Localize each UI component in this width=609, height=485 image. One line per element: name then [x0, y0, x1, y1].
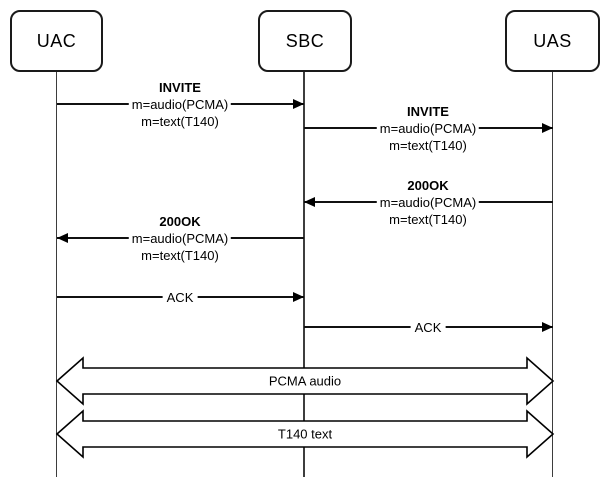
message-label-invite-uac-sbc: INVITE m=audio(PCMA) m=text(T140) [128, 79, 232, 130]
arrowhead-right-icon [541, 322, 553, 332]
participant-box-uac: UAC [10, 10, 103, 72]
participant-label-uas: UAS [533, 30, 572, 51]
message-param: m=text(T140) [389, 138, 467, 153]
message-name: 200OK [159, 214, 201, 229]
arrowhead-right-icon [541, 123, 553, 133]
t140-text-arrow [55, 409, 555, 459]
t140-text-label: T140 text [277, 426, 333, 442]
participant-label-uac: UAC [36, 30, 77, 51]
message-param: m=audio(PCMA) [128, 231, 232, 246]
lifeline-uas [551, 71, 554, 477]
message-param: m=audio(PCMA) [376, 195, 480, 210]
message-param: m=text(T140) [389, 212, 467, 227]
lifeline-sbc [303, 71, 305, 477]
pcma-audio-label: PCMA audio [268, 373, 342, 389]
message-label-200ok-uas-sbc: 200OK m=audio(PCMA) m=text(T140) [376, 177, 480, 228]
message-name: ACK [162, 289, 198, 305]
participant-label-sbc: SBC [285, 30, 325, 51]
message-name: ACK [410, 319, 446, 335]
arrowhead-right-icon [293, 292, 304, 302]
pcma-audio-arrow [55, 356, 555, 406]
message-name: INVITE [407, 104, 449, 119]
arrowhead-left-icon [304, 197, 315, 207]
message-label-ack-sbc-uas: ACK [410, 319, 446, 336]
message-name: 200OK [407, 178, 449, 193]
message-label-invite-sbc-uas: INVITE m=audio(PCMA) m=text(T140) [376, 103, 480, 154]
lifeline-uac [55, 71, 58, 477]
message-param: m=audio(PCMA) [128, 97, 232, 112]
arrowhead-left-icon [56, 233, 68, 243]
message-label-200ok-sbc-uac: 200OK m=audio(PCMA) m=text(T140) [128, 213, 232, 264]
message-param: m=audio(PCMA) [376, 121, 480, 136]
participant-box-uas: UAS [505, 10, 600, 72]
message-param: m=text(T140) [141, 248, 219, 263]
arrowhead-right-icon [293, 99, 304, 109]
participant-box-sbc: SBC [258, 10, 352, 72]
message-label-ack-uac-sbc: ACK [162, 289, 198, 306]
message-param: m=text(T140) [141, 114, 219, 129]
message-name: INVITE [159, 80, 201, 95]
